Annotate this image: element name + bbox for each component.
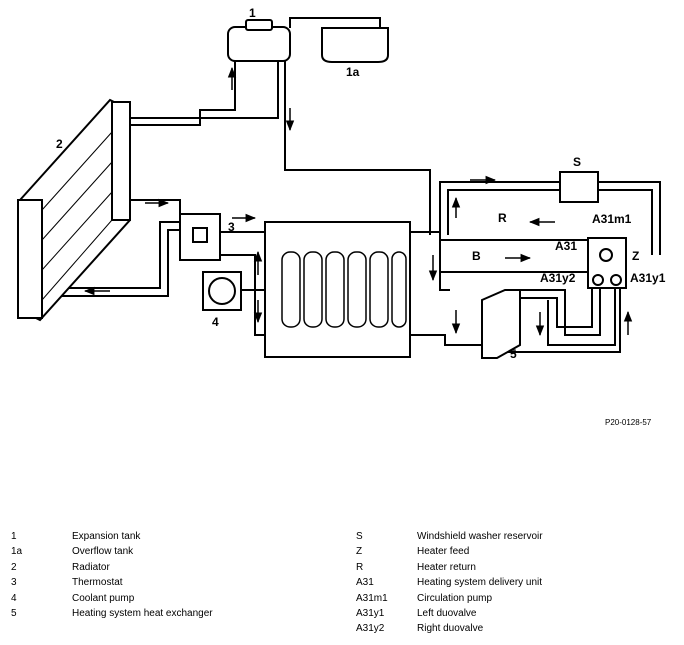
heater-return-lower <box>485 288 621 353</box>
legend-row: Z Heater feed <box>356 544 543 559</box>
legend-row: A31m1 Circulation pump <box>356 591 543 606</box>
cooling-system-diagram: 1 1a 2 3 4 5 S R B Z A31 A31m1 A31y1 A31… <box>17 6 666 427</box>
legend-text: Heater feed <box>417 546 470 558</box>
left-duovalve <box>610 274 622 286</box>
legend-text: Expansion tank <box>72 531 141 542</box>
cylinder <box>369 251 389 328</box>
radiator-fin <box>41 131 113 211</box>
callout-z: Z <box>632 249 639 263</box>
radiator-upper-hose <box>130 199 181 215</box>
heat-exchanger <box>481 289 521 359</box>
expansion-tank <box>227 26 291 62</box>
legend-row: R Heater return <box>356 560 543 575</box>
figure-code: P20-0128-57 <box>605 418 652 427</box>
washer-reservoir <box>559 171 599 203</box>
cylinder <box>391 251 407 328</box>
legend-row: 4 Coolant pump <box>11 591 213 606</box>
callout-2: 2 <box>56 137 63 151</box>
callout-a31: A31 <box>555 239 577 253</box>
legend-key: A31m1 <box>356 592 388 604</box>
callout-s: S <box>573 155 581 169</box>
radiator-lower-hose <box>40 221 180 289</box>
callout-3: 3 <box>228 220 235 234</box>
callout-a31m1: A31m1 <box>592 212 632 226</box>
radiator-fin <box>41 161 113 241</box>
coolant-pump <box>208 277 236 305</box>
legend-text: Overflow tank <box>72 546 134 558</box>
radiator-fin <box>41 219 113 301</box>
legend-text: Heater return <box>417 561 476 573</box>
legend-text: Thermostat <box>72 577 123 589</box>
legend-row: A31 Heating system delivery unit <box>356 575 543 590</box>
legend-right: S Windshield washer reservoir Z Heater fee… <box>356 529 543 637</box>
legend-text: Windshield washer reservoir <box>417 531 543 542</box>
legend-key: 1 <box>11 531 17 542</box>
tank-feed-line-inner <box>125 60 279 119</box>
cylinder <box>347 251 367 328</box>
legend-text: Radiator <box>72 561 110 573</box>
legend-key: 3 <box>11 577 17 589</box>
tank-feed-line <box>125 60 236 126</box>
legend-key: 4 <box>11 592 17 604</box>
callout-1a: 1a <box>346 65 360 79</box>
cylinder <box>325 251 345 328</box>
radiator-left-tank <box>17 199 43 319</box>
callout-a31y2: A31y2 <box>540 271 576 285</box>
callout-5: 5 <box>510 347 517 361</box>
cylinder <box>303 251 323 328</box>
legend-key: A31 <box>356 577 374 589</box>
washer-loop-inner <box>447 189 560 235</box>
legend-key: 1a <box>11 546 23 558</box>
legend-text: Coolant pump <box>72 592 135 604</box>
right-duovalve <box>592 274 604 286</box>
overflow-tank <box>321 27 389 63</box>
legend-row: S Windshield washer reservoir <box>356 529 543 544</box>
legend-row: A31y1 Left duovalve <box>356 606 543 621</box>
legend-key: R <box>356 561 364 573</box>
legend-row: 5 Heating system heat exchanger <box>11 606 213 621</box>
legend-key: 2 <box>11 561 17 573</box>
bypass-line <box>215 254 265 336</box>
callout-1: 1 <box>249 6 256 20</box>
legend-key: A31y1 <box>356 608 385 620</box>
thermostat-element <box>192 227 208 243</box>
legend-key: S <box>356 531 363 542</box>
radiator-right-tank <box>111 101 131 221</box>
legend-text: Right duovalve <box>417 623 484 635</box>
heater-return-right <box>547 288 616 346</box>
engine-outlet <box>410 231 450 291</box>
legend-left: 1 Expansion tank 1a Overflow tank 2 Radiato… <box>11 529 213 621</box>
radiator-fin <box>41 191 113 271</box>
legend-row: 1a Overflow tank <box>11 544 213 559</box>
cylinder <box>281 251 301 328</box>
legend-key: A31y2 <box>356 623 385 635</box>
heater-feed-left-inner <box>520 288 593 328</box>
legend-key: 5 <box>11 608 17 620</box>
legend-text: Circulation pump <box>417 592 493 604</box>
overflow-hose <box>289 17 381 30</box>
callout-r: R <box>498 211 507 225</box>
washer-loop-right <box>598 181 661 255</box>
tank-return-line <box>284 60 431 235</box>
circulation-pump <box>599 248 613 262</box>
radiator-lower-hose-inner <box>40 229 180 297</box>
callout-4: 4 <box>212 315 219 329</box>
washer-loop <box>439 181 560 235</box>
legend-row: 1 Expansion tank <box>11 529 213 544</box>
legend-key: Z <box>356 546 363 558</box>
legend-row: 3 Thermostat <box>11 575 213 590</box>
heater-feed-left <box>520 288 601 336</box>
callout-a31y1: A31y1 <box>630 271 666 285</box>
expansion-tank-cap <box>245 19 273 31</box>
legend-row: A31y2 Right duovalve <box>356 621 543 636</box>
washer-loop-right-inner <box>598 189 653 255</box>
legend-text: Heating system delivery unit <box>417 577 543 589</box>
legend-text: Heating system heat exchanger <box>72 608 213 620</box>
legend-row: 2 Radiator <box>11 560 213 575</box>
engine-lower-outlet <box>410 334 485 346</box>
legend-text: Left duovalve <box>417 608 477 620</box>
callout-b: B <box>472 249 481 263</box>
